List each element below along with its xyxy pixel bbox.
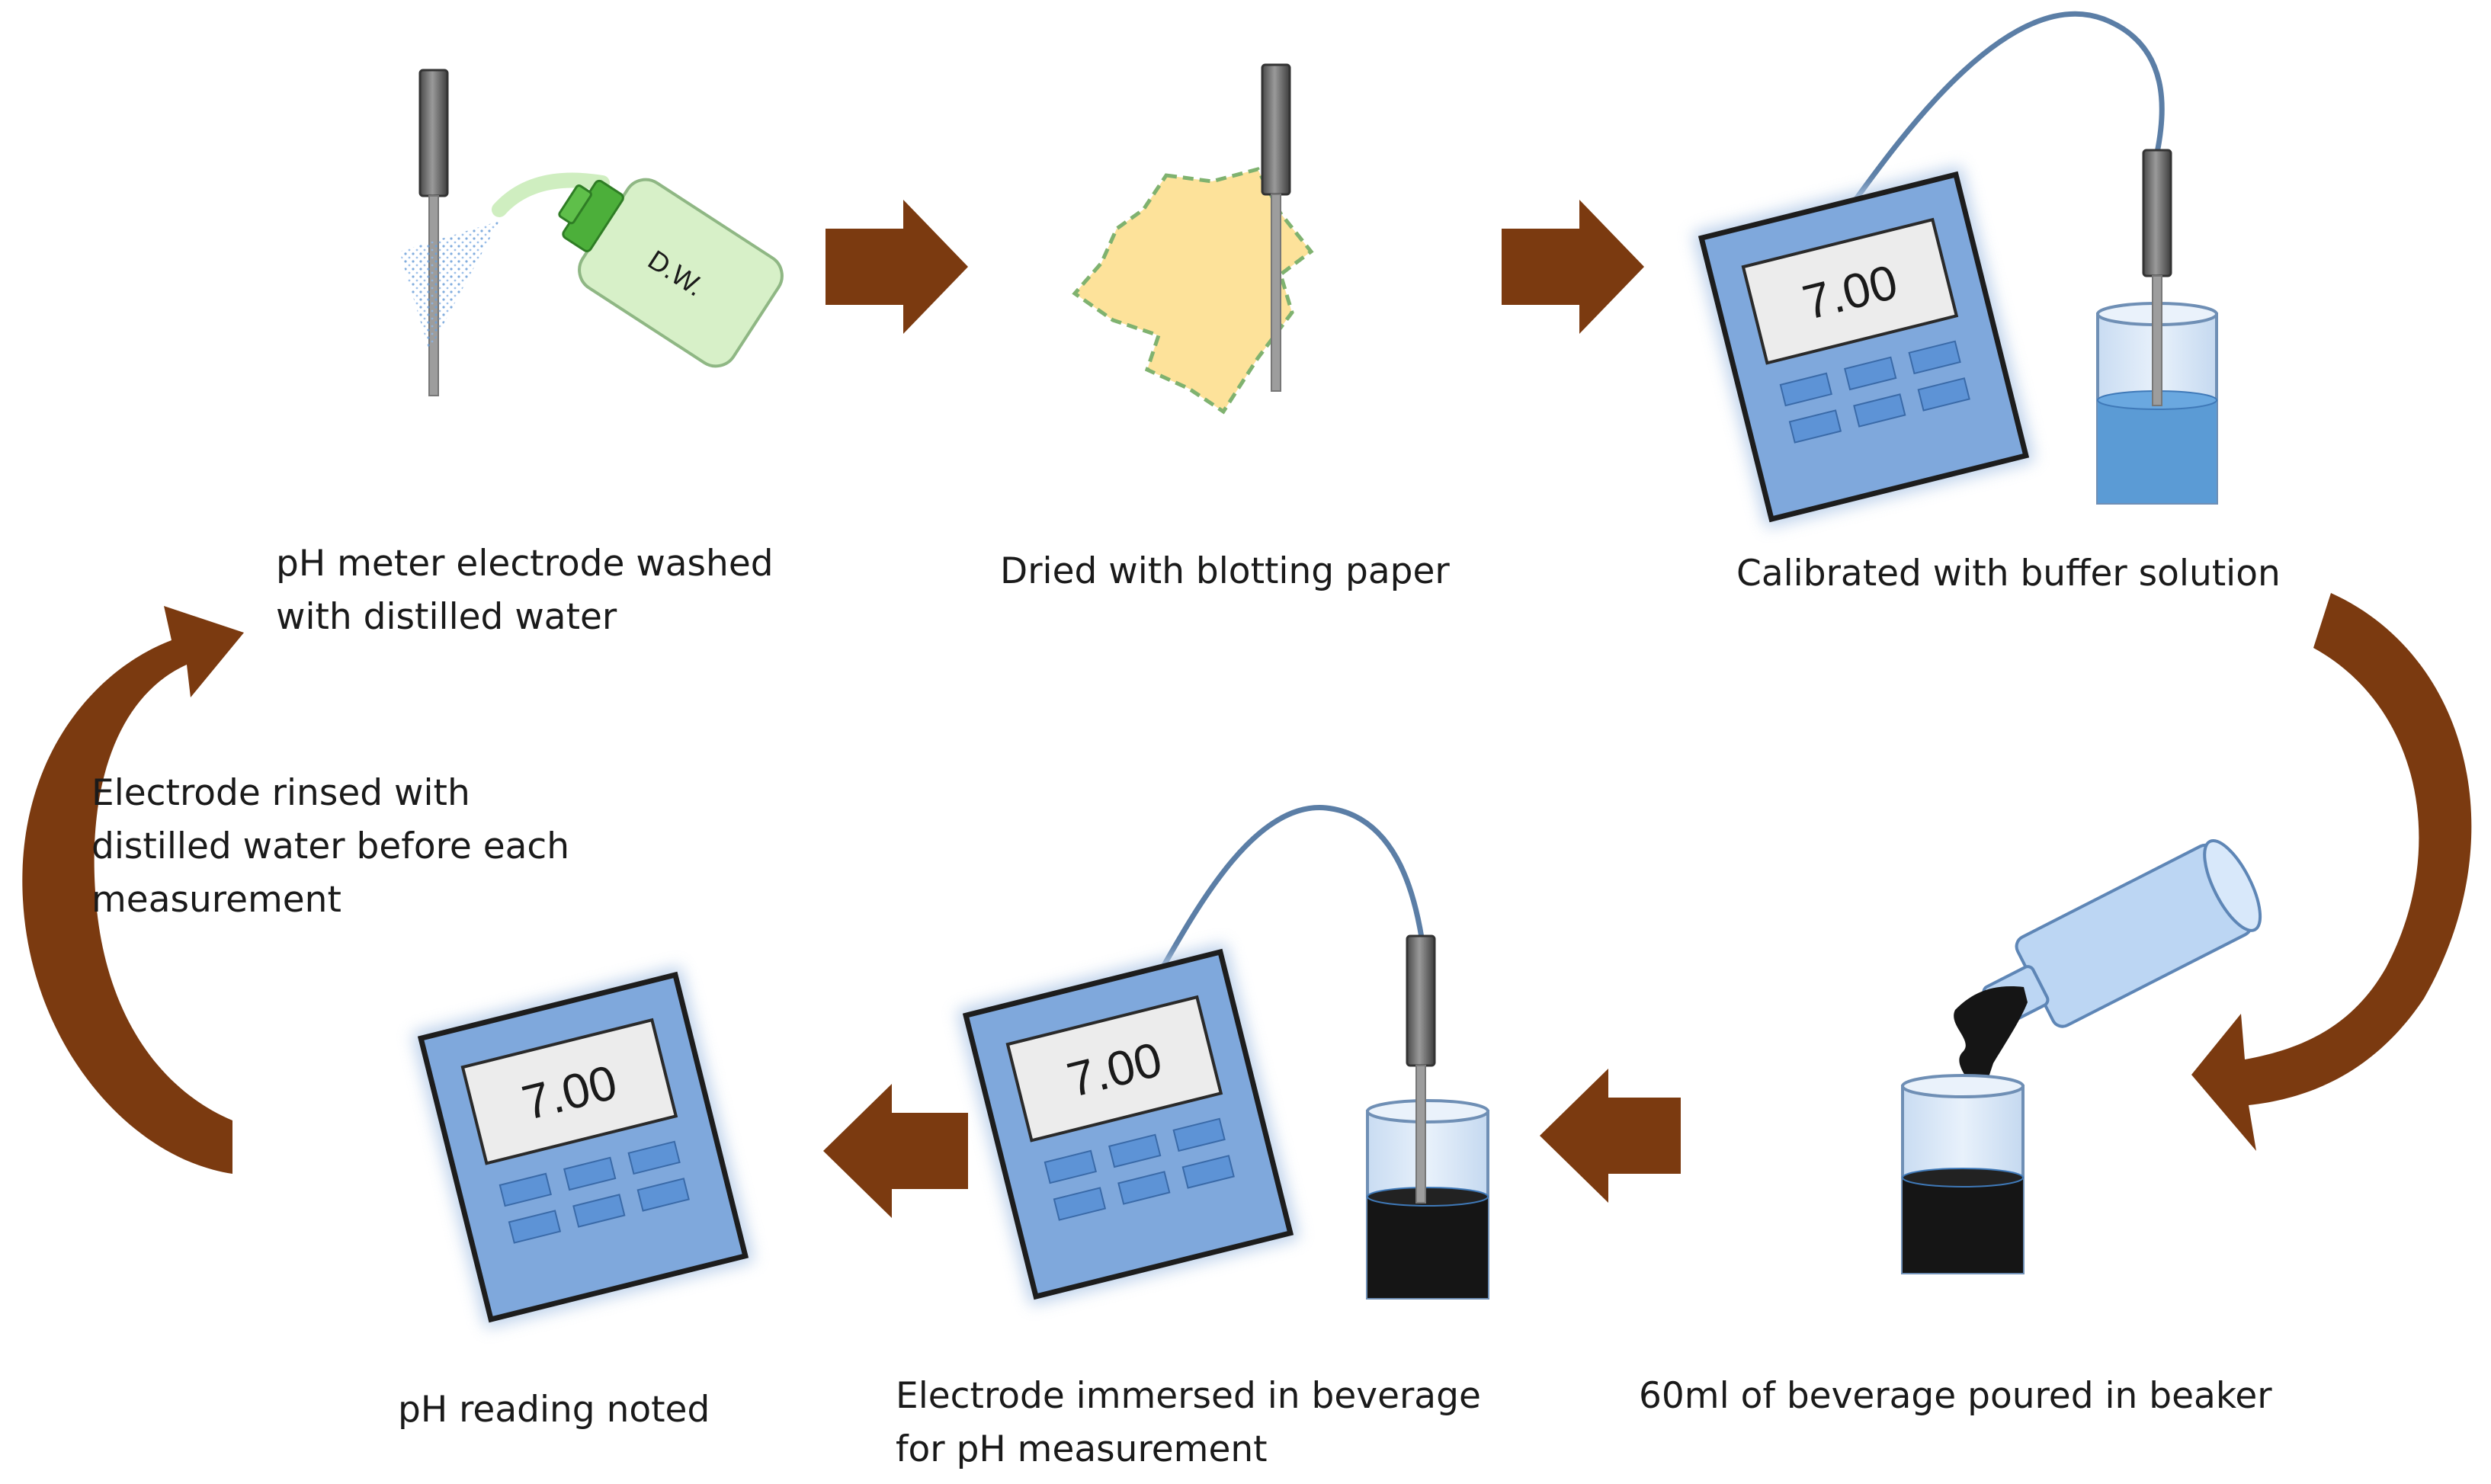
water-stream bbox=[492, 172, 610, 217]
step2-illustration bbox=[1072, 63, 1314, 415]
arrow-step1-to-step2 bbox=[826, 200, 968, 334]
beaker-beverage-measure bbox=[1366, 1099, 1489, 1300]
meter-buttons-top bbox=[1779, 340, 1970, 444]
meter-cable-middle bbox=[1144, 805, 1425, 996]
step1-label-line1: pH meter electrode washed bbox=[276, 543, 774, 585]
curved-arrow-step3-to-step4 bbox=[2191, 593, 2472, 1151]
electrode-step3 bbox=[2142, 149, 2172, 406]
step5-label-line2: for pH measurement bbox=[896, 1428, 1268, 1470]
step4-illustration bbox=[1901, 838, 2262, 1274]
electrode-step5 bbox=[1406, 934, 1436, 1204]
step1-illustration: D.W. bbox=[399, 69, 784, 396]
ph-meter-bottom-left: 7.00 bbox=[412, 966, 754, 1328]
arrow-step2-to-step3 bbox=[1502, 200, 1644, 334]
step4-label: 60ml of beverage poured in beaker bbox=[1639, 1375, 2272, 1417]
ph-meter-top: 7.00 bbox=[1693, 166, 2034, 527]
curved-arrow-loop-back bbox=[22, 606, 245, 1174]
meter-cable-top bbox=[1846, 11, 2165, 212]
electrode-step1 bbox=[418, 69, 449, 396]
loop-label-line3: measurement bbox=[91, 879, 341, 921]
beverage-stream bbox=[1954, 986, 2028, 1098]
step5-label-line1: Electrode immersed in beverage bbox=[896, 1375, 1481, 1417]
meter-buttons-middle bbox=[1044, 1117, 1235, 1221]
arrow-step4-to-step5 bbox=[1540, 1069, 1681, 1203]
step6-label: pH reading noted bbox=[398, 1389, 710, 1431]
step1-label-line2: with distilled water bbox=[276, 596, 617, 638]
arrow-step5-to-step6 bbox=[823, 1084, 968, 1218]
loop-label-line1: Electrode rinsed with bbox=[91, 772, 470, 814]
wash-bottle: D.W. bbox=[558, 178, 784, 368]
electrode-step2 bbox=[1261, 63, 1291, 392]
water-spray bbox=[399, 221, 499, 351]
step6-illustration: 7.00 bbox=[412, 966, 754, 1328]
loop-label-line2: distilled water before each bbox=[91, 825, 570, 867]
meter-buttons-bottom-left bbox=[499, 1140, 690, 1244]
beaker-beverage-pour bbox=[1901, 1074, 2025, 1274]
step3-label: Calibrated with buffer solution bbox=[1736, 553, 2281, 595]
step2-label: Dried with blotting paper bbox=[1000, 550, 1450, 592]
step3-illustration: 7.00 bbox=[1693, 11, 2218, 527]
ph-meter-middle: 7.00 bbox=[957, 944, 1299, 1305]
step5-illustration: 7.00 bbox=[957, 805, 1489, 1305]
